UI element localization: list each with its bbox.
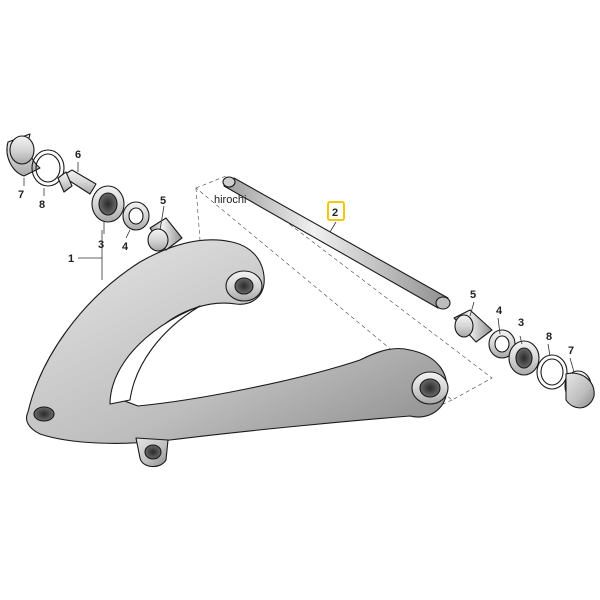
- needle-bearing-left: [122, 201, 150, 231]
- callout-7-right: 7: [568, 345, 574, 357]
- spacer-sleeve-right: [453, 309, 493, 343]
- needle-bearing-right: [488, 329, 516, 359]
- callout-8-left: 8: [39, 199, 45, 211]
- end-cap-right: [564, 370, 595, 409]
- leader-lines: [23, 162, 575, 373]
- callout-7-left: 7: [18, 189, 24, 201]
- seal-ring-right: [536, 354, 568, 390]
- callout-5-right: 5: [470, 289, 476, 301]
- bearing-race-left: [91, 185, 125, 223]
- callout-3-left: 3: [98, 239, 104, 251]
- callout-3-right: 3: [518, 317, 524, 329]
- assembly-outline: [195, 175, 493, 411]
- callout-highlight: [327, 201, 345, 221]
- bolt: [57, 169, 97, 195]
- spacer-sleeve-left: [147, 217, 183, 252]
- seal-ring-left: [31, 149, 65, 187]
- swing-arm: [25, 239, 449, 468]
- bearing-race-right: [508, 340, 540, 376]
- pivot-shaft: [222, 176, 451, 310]
- callout-4-right: 4: [496, 305, 503, 317]
- callout-4-left: 4: [122, 241, 129, 253]
- end-cap-left: [6, 133, 41, 177]
- callout-5-left: 5: [160, 195, 166, 207]
- callout-labels: 7 8 6 3 4 5 1 2 5 4 3 8 7: [18, 149, 574, 357]
- callout-8-right: 8: [546, 331, 552, 343]
- callout-2: 2: [332, 207, 338, 219]
- callout-1: 1: [68, 253, 74, 265]
- watermark-text: hirochi: [214, 194, 246, 206]
- callout-6: 6: [75, 149, 81, 161]
